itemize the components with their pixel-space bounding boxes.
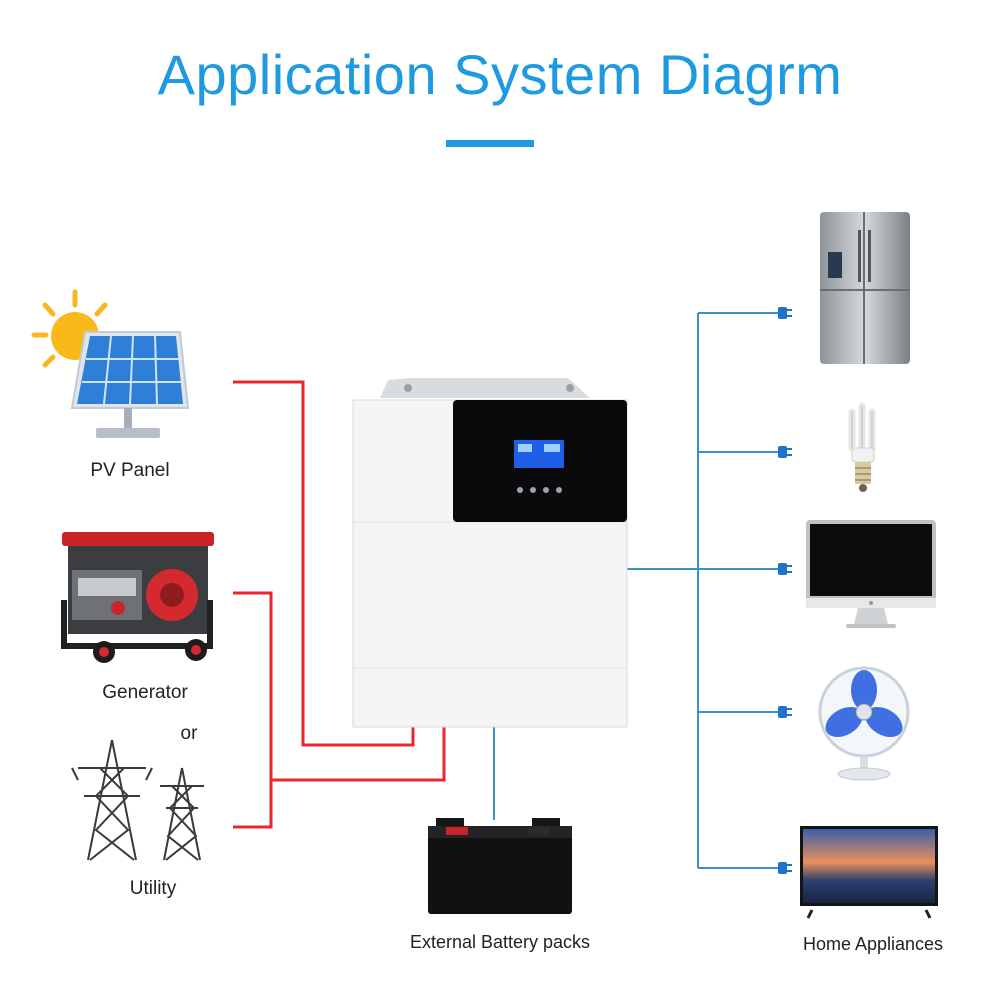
tv-icon <box>800 826 938 919</box>
generator-icon <box>61 532 214 663</box>
pv-wire <box>233 380 415 747</box>
plug-icon <box>778 307 792 874</box>
home-appliances-label: Home Appliances <box>803 934 943 954</box>
fan-icon <box>818 666 910 781</box>
ac-wire-loop <box>233 591 273 829</box>
ac-wire <box>271 727 446 782</box>
battery-label: External Battery packs <box>410 932 590 952</box>
generator-label: Generator <box>102 682 188 703</box>
refrigerator-icon <box>820 212 910 364</box>
solar-panel-icon <box>70 331 190 438</box>
page-title: Application System Diagrm <box>157 43 843 106</box>
monitor-icon <box>806 520 936 628</box>
or-label: or <box>181 723 199 744</box>
output-wires <box>493 312 778 869</box>
utility-label: Utility <box>130 878 177 899</box>
inverter-icon <box>352 378 628 728</box>
battery-icon <box>428 818 572 914</box>
title-underline <box>446 140 534 147</box>
input-wires <box>233 380 446 829</box>
bulb-icon <box>848 402 876 492</box>
pylon-icon <box>71 739 204 861</box>
pv-panel-label: PV Panel <box>90 460 169 481</box>
